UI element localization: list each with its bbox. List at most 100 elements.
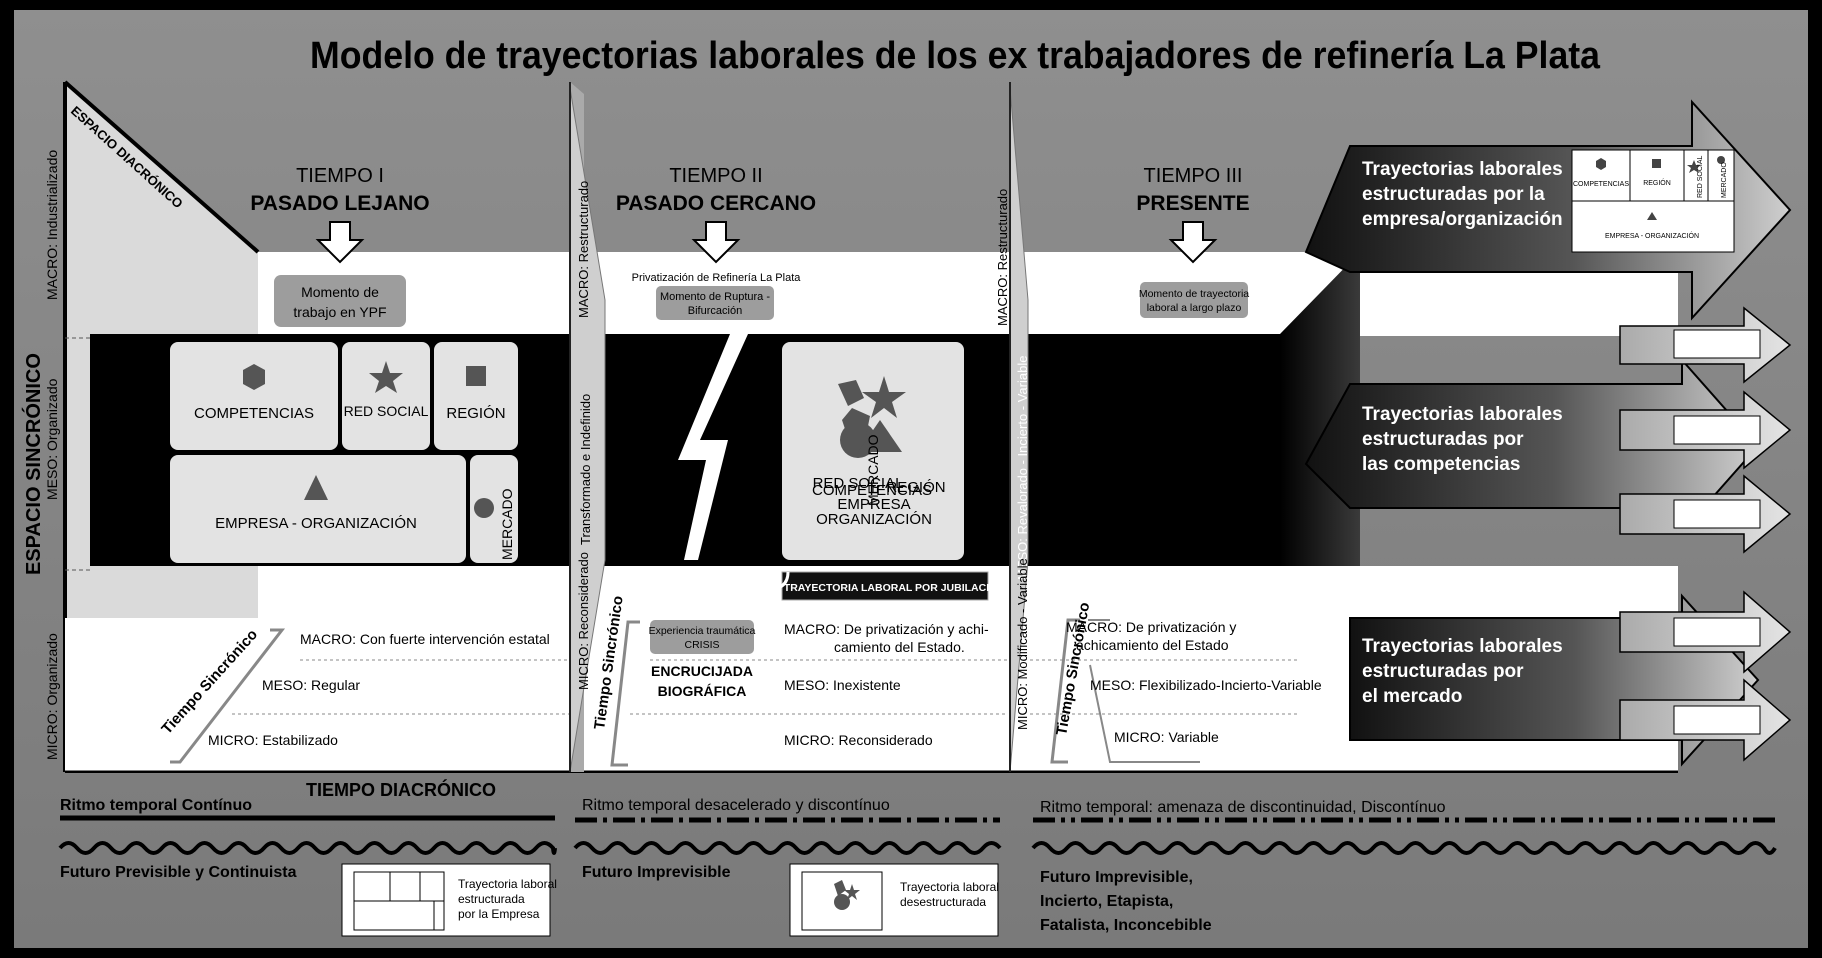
encrucijada-line1: ENCRUCIJADA (651, 663, 753, 679)
arrow3-line2: estructuradas por (1362, 661, 1524, 682)
arrow1-red-social: RED SOCIAL (1697, 155, 1704, 198)
tiempo3-moment-line1: Momento de trayectoria (1139, 288, 1249, 300)
scrambled-hexagon-icon (842, 408, 870, 438)
tiempo1-name: PASADO LEJANO (250, 192, 429, 215)
tiempo3-micro: MICRO: Variable (1114, 729, 1219, 745)
ritmo2-label: Ritmo temporal desacelerado y discontínu… (582, 797, 890, 814)
left-macro-label: MACRO: Industrializado (44, 150, 60, 300)
tiempo2-moment-box (656, 286, 774, 320)
circle-icon (474, 498, 494, 518)
legend2-square-icon (834, 880, 846, 896)
tiempo3-sync-tick-2 (1089, 664, 1200, 763)
small-arrow-3-box (1673, 499, 1761, 529)
arrow3-line1: Trayectorias laborales (1362, 636, 1563, 657)
empresa-box (170, 455, 466, 563)
square-icon (466, 366, 486, 386)
region-label: REGIÓN (446, 405, 505, 422)
tiempo1-moment-line1: Momento de (301, 284, 379, 300)
espacio-sincronico-label: ESPACIO SINCRÓNICO (21, 353, 45, 575)
scrambled-competencias: COMPETENCIAS (812, 482, 932, 499)
futuro3-line1: Futuro Imprevisible, (1040, 869, 1193, 886)
scrambled-star-icon (862, 376, 906, 418)
arrow1-empresa: EMPRESA - ORGANIZACIÓN (1605, 231, 1699, 240)
futuro3-line3: Fatalista, Inconcebible (1040, 917, 1212, 934)
scrambled-mercado: MERCADO (865, 434, 881, 506)
triangle-icon (304, 475, 328, 500)
arrow1-square-icon (1652, 159, 1661, 168)
tiempo1-macro: MACRO: Con fuerte intervención estatal (300, 631, 550, 647)
small-arrow-1-box (1673, 329, 1761, 359)
arrow1-region: REGIÓN (1643, 178, 1671, 187)
scrambled-red-social: RED SOCIAL (813, 475, 904, 492)
legend2-circle-icon (834, 894, 850, 910)
arrow1-hexagon-icon (1596, 158, 1606, 170)
scrambled-region: REGIÓN (886, 479, 945, 496)
tiempo1-label: TIEMPO I (296, 165, 384, 187)
futuro1-wave (58, 841, 557, 855)
tiempo1-down-arrow-icon (315, 221, 365, 264)
tiempo2-sync-bracket (610, 620, 640, 767)
small-arrow-2-box (1673, 415, 1761, 445)
tiempo1-sync-bracket (170, 628, 286, 764)
tiempo2-down-arrow-icon (691, 221, 741, 264)
arrow1-line3: empresa/organización (1362, 209, 1563, 230)
divider1-macro: MACRO: Restructurado (576, 181, 591, 318)
arrow1-star-icon (1687, 160, 1701, 173)
tiempo3-moment-line2: laboral a largo plazo (1147, 302, 1242, 314)
arrow1-line2: estructuradas por la (1362, 184, 1545, 205)
left-meso-label: MESO: Organizado (44, 378, 60, 500)
wall-top-edge (63, 80, 260, 254)
crisis-line1: Experiencia traumática (649, 625, 756, 637)
diagram-title: Modelo de trayectorias laborales de los … (310, 35, 1601, 77)
mercado-label: MERCADO (499, 488, 515, 560)
divider2-micro: MICRO: Modificado - Variable (1015, 558, 1030, 730)
tiempo3-sync-bracket (1050, 618, 1080, 764)
crisis-line2: CRISIS (684, 639, 719, 651)
arrow2-line3: las competencias (1362, 454, 1520, 475)
competencias-label: COMPETENCIAS (194, 405, 314, 422)
futuro2-wave (573, 841, 1002, 855)
tiempo2-label: TIEMPO II (669, 165, 762, 187)
left-micro-label: MICRO: Organizado (44, 633, 60, 760)
ritmo1-label: Ritmo temporal Contínuo (60, 797, 252, 814)
divider1-micro: MICRO: Reconsiderado (576, 552, 591, 690)
divider1-meso: Transformado e Indefinido (578, 394, 593, 545)
futuro2-label: Futuro Imprevisible (582, 864, 731, 881)
red-social-label: RED SOCIAL (344, 403, 429, 419)
empresa-label: EMPRESA - ORGANIZACIÓN (215, 515, 417, 532)
tiempo3-label: TIEMPO III (1144, 165, 1243, 187)
lightning-bolt-icon (678, 334, 748, 560)
arrow1-triangle-icon (1647, 212, 1657, 220)
divider2-macro: MACRO: Restructurado (995, 189, 1010, 326)
scrambled-organizacion: ORGANIZACIÓN (816, 511, 932, 528)
tiempo3-macro-line2: achicamiento del Estado (1076, 637, 1229, 653)
legend1-line2: estructurada (458, 892, 525, 906)
legend2-line1: Trayectoria laboral (900, 880, 999, 894)
no-trayectoria-box (781, 571, 989, 601)
arrow1-line1: Trayectorias laborales (1362, 159, 1563, 180)
encrucijada-line2: BIOGRÁFICA (658, 683, 747, 699)
tiempo2-privatizacion: Privatización de Refinería La Plata (632, 272, 802, 284)
tiempo2-name: PASADO CERCANO (616, 192, 816, 215)
scrambled-triangle-icon (858, 420, 902, 452)
red-social-box (342, 342, 430, 450)
small-arrow-4-box (1673, 617, 1761, 647)
tiempo2-macro-line1: MACRO: De privatización y achi- (784, 621, 989, 637)
tiempo3-macro-line1: MACRO: De privatización y (1066, 619, 1236, 635)
futuro3-line2: Incierto, Etapista, (1040, 893, 1173, 910)
tiempo2-meso: MESO: Inexistente (784, 677, 901, 693)
hexagon-icon (243, 364, 265, 390)
scrambled-square-icon (838, 380, 864, 406)
star-icon (369, 361, 403, 393)
tiempo1-moment-box (274, 275, 406, 327)
ritmo3-label: Ritmo temporal: amenaza de discontinuida… (1040, 799, 1446, 816)
arrow1-mercado: MERCADO (1721, 162, 1728, 198)
arrow1-circle-icon (1717, 156, 1725, 164)
legend2-star-icon (844, 884, 860, 900)
tiempo2-macro-line2: camiento del Estado. (834, 639, 965, 655)
arrow2-line2: estructuradas por (1362, 429, 1524, 450)
futuro1-label: Futuro Previsible y Continuista (60, 864, 297, 881)
tiempo3-name: PRESENTE (1136, 192, 1249, 215)
arrow3-line3: el mercado (1362, 686, 1462, 707)
